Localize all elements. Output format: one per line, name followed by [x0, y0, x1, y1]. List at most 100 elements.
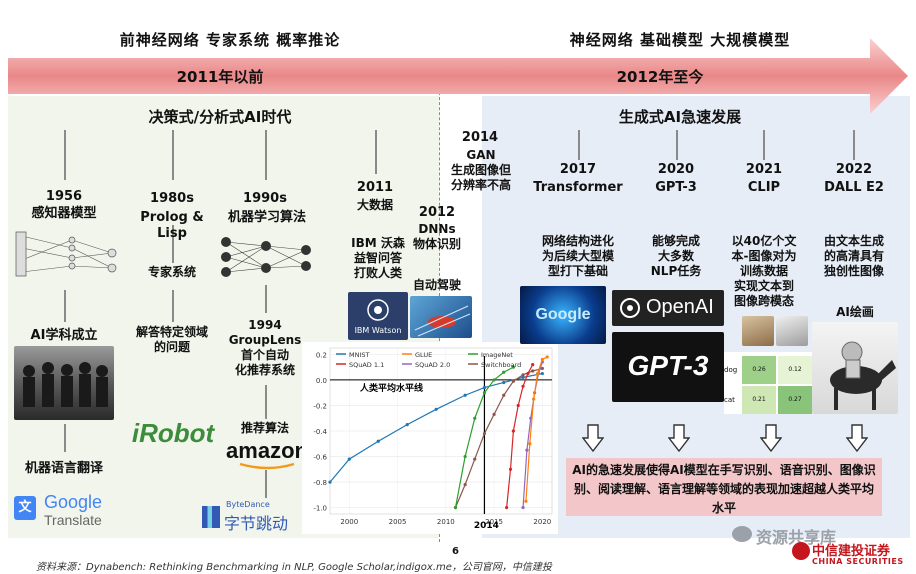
watson-label: IBM Watson: [354, 326, 402, 335]
chart-y-tick: -0.2: [313, 402, 327, 410]
desc-2017: Transformer: [533, 180, 623, 195]
year-2011: 2011: [356, 180, 394, 195]
series-point: [463, 393, 467, 397]
series-point: [405, 423, 409, 427]
openai-logo: OpenAI: [612, 290, 724, 326]
year-1990s: 1990s: [243, 191, 287, 206]
chart-x-tick: 2010: [437, 518, 455, 526]
gpt3-label: GPT-3: [627, 350, 709, 381]
below-1980s: 专家系统: [147, 265, 196, 279]
series-point: [545, 355, 549, 359]
series-point: [502, 370, 506, 374]
clip-cell-22: 0.27: [778, 386, 812, 414]
series-point: [482, 391, 487, 395]
chart-y-tick: -1.0: [313, 505, 327, 513]
google-blue-image: Google: [520, 286, 606, 344]
legend-label: GLUE: [415, 351, 432, 359]
clip-row-cat: cat: [724, 396, 735, 404]
series-point: [521, 384, 525, 388]
ml-network-diagram: [221, 237, 311, 277]
footer-source: 资料来源：Dynabench: Rethinking Benchmarking …: [36, 562, 552, 573]
legend-label: SQuAD 2.0: [415, 361, 450, 369]
page-number: 6: [452, 546, 459, 557]
bytedance-logo: ByteDance 字节跳动: [198, 498, 318, 533]
bytedance-icon: [202, 506, 220, 528]
translate-icon: 文: [14, 496, 36, 520]
connector-2020-top: [676, 130, 678, 160]
google-translate-line1: Google: [44, 492, 103, 512]
below-2011: IBM 沃森 益智问答 打败人类: [351, 236, 405, 280]
year-2012: 2012: [418, 205, 456, 220]
perceptron-diagram: [15, 231, 117, 277]
series-point: [516, 403, 520, 408]
series-point: [532, 397, 536, 401]
series-point: [492, 412, 496, 416]
series-point: [482, 385, 487, 390]
wechat-icon: [732, 526, 752, 542]
wechat-watermark: 资源共享库: [756, 528, 837, 547]
chart-y-tick: -0.4: [313, 428, 327, 436]
series-point: [531, 369, 535, 373]
arrow-label-right: 2012年至今: [616, 68, 704, 86]
year-2021: 2021: [745, 162, 783, 177]
connector-2017-top: [578, 130, 580, 160]
year-2017: 2017: [559, 162, 597, 177]
conclusion-box: AI的急速发展使得AI模型在手写识别、语音识别、图像识别、阅读理解、语言理解等领…: [566, 458, 882, 516]
bytedance-cn: 字节跳动: [224, 514, 289, 533]
chart-x-tick: 2020: [533, 518, 551, 526]
series-point: [502, 393, 506, 397]
series-point: [347, 457, 351, 461]
series-point: [376, 439, 380, 443]
series-point: [482, 431, 487, 436]
series-point: [528, 442, 532, 446]
bottom-2022: AI绘画: [836, 305, 874, 319]
legend-label: MNIST: [349, 351, 370, 359]
clip-cell-11: 0.26: [742, 356, 776, 384]
year-1956: 1956: [45, 189, 83, 204]
clip-cat-image: [776, 316, 808, 346]
year-1980s: 1980s: [150, 191, 194, 206]
connector-1956-low: [64, 424, 66, 452]
citic-logo-icon: [792, 542, 810, 560]
chart-y-tick: -0.6: [313, 454, 327, 462]
series-point: [525, 448, 529, 452]
below-2017: 网络结构进化 为后续大型模 型打下基础: [541, 234, 614, 278]
series-point: [511, 429, 515, 433]
watson-logo: IBM Watson: [348, 292, 408, 340]
series-point: [508, 467, 513, 471]
down-arrow-icon: [846, 424, 868, 452]
connector-2021-top: [763, 130, 765, 160]
down-arrow-icon: [760, 424, 782, 452]
legend-label: ImageNet: [481, 351, 513, 359]
legend-label: Switchboard: [481, 361, 521, 369]
amazon-smile-icon: [239, 462, 295, 470]
down-arrow-icon: [582, 424, 604, 452]
chart-y-tick: -0.8: [313, 479, 327, 487]
company-cn: 中信建投证券: [812, 544, 891, 559]
below-2020: 能够完成 大多数 NLP任务: [650, 234, 702, 278]
timeline-arrow: [8, 38, 908, 114]
series-point: [521, 375, 525, 379]
era-title-left: 决策式/分析式AI时代: [148, 108, 292, 126]
connector-1956-top: [64, 130, 66, 180]
connector-1980s-top: [172, 130, 174, 180]
chart-annotation: 人类平均水平线: [359, 382, 423, 394]
series-point: [473, 457, 477, 461]
desc-1980s: Prolog & Lisp: [140, 210, 204, 241]
series-point: [434, 407, 438, 411]
top-label-left: 前神经网络 专家系统 概率推论: [119, 31, 341, 49]
bytedance-small: ByteDance: [226, 500, 270, 509]
series-point: [524, 499, 528, 503]
legend-label: SQuAD 1.1: [349, 361, 384, 369]
series-point: [521, 373, 525, 377]
desc-1990s: 机器学习算法: [227, 210, 306, 225]
year-2020: 2020: [657, 162, 695, 177]
below-2021: 以40亿个文 本-图像对为 训练数据 实现文本到 图像跨模态: [731, 234, 797, 308]
connector-1980s-low: [172, 290, 174, 322]
top-label-right: 神经网络 基础模型 大规模模型: [569, 31, 791, 49]
clip-similarity-table: dog cat 0.26 0.12 0.21 0.27: [724, 352, 814, 414]
irobot-logo: iRobot: [131, 418, 215, 448]
chart-x-tick: 2005: [389, 518, 407, 526]
gpt3-logo: GPT-3: [612, 332, 724, 402]
series-point: [540, 357, 544, 362]
